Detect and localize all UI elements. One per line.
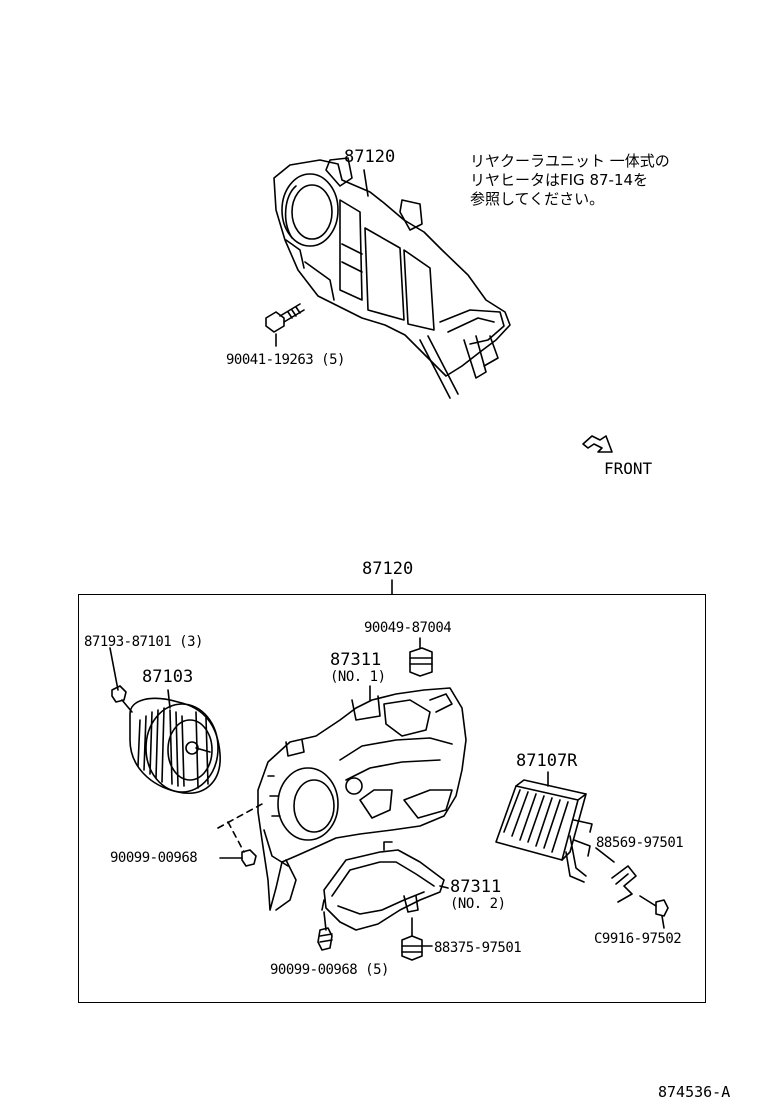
bolt-90099-lower-drawing [318, 912, 332, 950]
upper-heater-unit-drawing [274, 158, 510, 398]
case2-number-label: 87311 [450, 877, 502, 897]
upper-bolt-drawing [266, 304, 304, 346]
front-arrow-icon [583, 436, 612, 452]
lower-assembly-label: 87120 [362, 559, 414, 579]
plug-88375-drawing [402, 918, 432, 960]
upper-assembly-label: 87120 [344, 147, 396, 167]
case-no1-87311-drawing [258, 686, 466, 910]
note-line-3: 参照してください。 [470, 190, 605, 208]
lower-assembly-frame [78, 594, 706, 1003]
blower-87103-label: 87103 [142, 667, 194, 687]
case1-number-label: 87311 [330, 650, 382, 670]
screw-c9916-label: C9916-97502 [594, 931, 682, 947]
clamp-88569-label: 88569-97501 [596, 835, 684, 851]
clamp-88569-drawing [596, 848, 636, 902]
plug-90049-drawing [410, 638, 432, 676]
blower-motor-87103-drawing [130, 690, 220, 793]
bolt-90099-b-label: 90099-00968 (5) [270, 962, 389, 978]
front-label: FRONT [604, 459, 653, 478]
reference-note: リヤクーラユニット 一体式の リヤヒータはFIG 87-14を 参照してください… [470, 152, 670, 209]
upper-bolt-label: 90041-19263 (5) [226, 352, 345, 368]
figure-code: 874536-A [658, 1083, 731, 1101]
case1-sub-label: (NO. 1) [330, 669, 386, 685]
core-87107r-label: 87107R [516, 751, 578, 771]
bolt-90099-a-label: 90099-00968 [110, 850, 198, 866]
plug-88375-label: 88375-97501 [434, 940, 522, 956]
plug-90049-label: 90049-87004 [364, 620, 452, 636]
screw-87193-label: 87193-87101 (3) [84, 634, 203, 650]
case2-sub-label: (NO. 2) [450, 896, 506, 912]
case-no2-87311-drawing [322, 842, 448, 930]
bolt-90099-left-drawing [220, 850, 256, 866]
heater-core-87107r-drawing [496, 772, 592, 882]
note-line-1: リヤクーラユニット 一体式の [470, 152, 670, 170]
note-line-2: リヤヒータはFIG 87-14を [470, 171, 649, 189]
screw-c9916-drawing [640, 896, 668, 928]
